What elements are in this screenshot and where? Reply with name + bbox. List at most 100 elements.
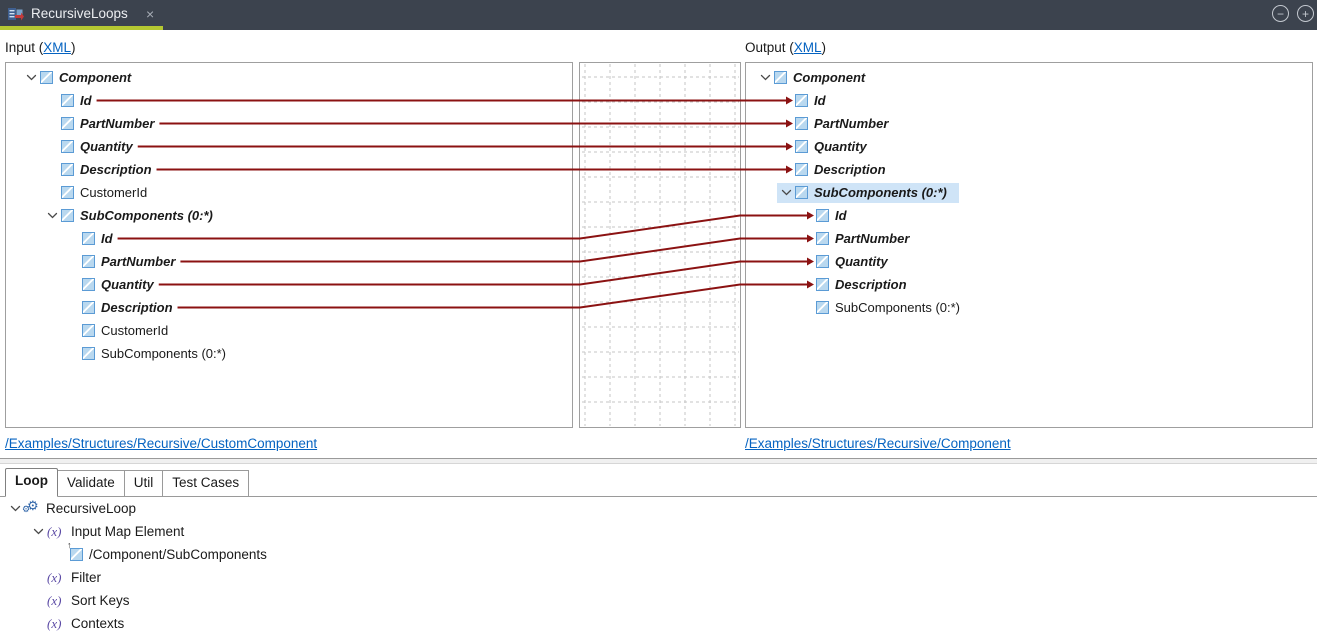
tree-item-sort-keys[interactable]: (x) Sort Keys	[0, 589, 1317, 612]
gears-icon: ⚙⚙	[22, 497, 39, 514]
tree-item-component[interactable]: Component	[746, 66, 1312, 89]
tree-item-label: PartNumber	[101, 254, 176, 269]
tree-item-customerid[interactable]: CustomerId	[6, 319, 572, 342]
tree-item-description[interactable]: Description	[6, 296, 572, 319]
tree-item-component-subcomponents[interactable]: ↑ /Component/SubComponents	[0, 540, 1317, 566]
close-icon[interactable]: ×	[146, 6, 155, 22]
chevron-down-icon[interactable]	[29, 528, 47, 535]
input-pane-label: Input (	[5, 40, 44, 55]
tree-item-label: Id	[80, 93, 92, 108]
element-icon	[816, 278, 829, 291]
output-xml-link[interactable]: XML	[793, 40, 822, 55]
tree-item-label: SubComponents (0:*)	[80, 208, 213, 223]
element-icon	[816, 301, 829, 314]
chevron-down-icon[interactable]	[22, 74, 40, 81]
element-icon	[82, 232, 95, 245]
tree-item-label: Quantity	[814, 139, 867, 154]
tree-item-filter[interactable]: (x)Filter	[0, 566, 1317, 589]
tree-item-quantity[interactable]: Quantity	[746, 250, 1312, 273]
tab-validate[interactable]: Validate	[58, 470, 125, 496]
output-pane-label: Output (	[745, 40, 794, 55]
element-icon	[795, 117, 808, 130]
input-xml-link[interactable]: XML	[43, 40, 72, 55]
input-schema-path-link[interactable]: /Examples/Structures/Recursive/CustomCom…	[5, 436, 318, 451]
tree-item-label: Description	[101, 300, 173, 315]
element-icon	[795, 163, 808, 176]
tree-item-label: Contexts	[71, 616, 125, 631]
tree-item-description[interactable]: Description	[746, 158, 1312, 181]
element-icon	[795, 94, 808, 107]
tree-item-description[interactable]: Description	[6, 158, 572, 181]
element-icon	[816, 209, 829, 222]
tree-item-label: CustomerId	[80, 185, 148, 200]
fx-icon: (x)	[47, 523, 62, 539]
tree-item-label: Sort Keys	[71, 593, 130, 608]
tree-item-label: /Component/SubComponents	[89, 547, 267, 562]
tree-item-recursiveloop[interactable]: ⚙⚙ RecursiveLoop	[0, 497, 1317, 520]
tree-item-subcomponents-0[interactable]: SubComponents (0:*)	[6, 342, 572, 365]
tree-item-component[interactable]: Component	[6, 66, 572, 89]
tree-item-quantity[interactable]: Quantity	[6, 273, 572, 296]
loop-definition-tree: ⚙⚙ RecursiveLoop (x)Input Map Element↑ /Com…	[0, 497, 1317, 635]
element-icon	[774, 71, 787, 84]
bottom-tabstrip: Loop Validate Util Test Cases	[0, 468, 1317, 497]
tree-item-partnumber[interactable]: PartNumber	[746, 227, 1312, 250]
tree-item-contexts[interactable]: (x)Contexts	[0, 612, 1317, 635]
tree-item-id[interactable]: Id	[6, 227, 572, 250]
tree-item-label: Description	[835, 277, 907, 292]
element-icon	[82, 255, 95, 268]
element-icon	[40, 71, 53, 84]
tree-item-label: PartNumber	[814, 116, 889, 131]
tree-item-quantity[interactable]: Quantity	[746, 135, 1312, 158]
tree-item-subcomponents-0[interactable]: SubComponents (0:*)	[6, 204, 572, 227]
connector-grid-panel	[579, 62, 741, 428]
element-icon	[795, 140, 808, 153]
horizontal-splitter[interactable]	[0, 458, 1317, 464]
tree-item-partnumber[interactable]: PartNumber	[746, 112, 1312, 135]
tree-item-id[interactable]: Id	[6, 89, 572, 112]
tree-item-label: CustomerId	[101, 323, 169, 338]
element-icon	[82, 278, 95, 291]
element-icon	[82, 324, 95, 337]
chevron-down-icon[interactable]	[756, 74, 774, 81]
element-ref-icon: ↑	[67, 540, 83, 561]
tab-loop[interactable]: Loop	[5, 468, 58, 497]
tree-item-subcomponents-0[interactable]: SubComponents (0:*)	[746, 296, 1312, 319]
element-icon	[61, 209, 74, 222]
tree-item-quantity[interactable]: Quantity	[6, 135, 572, 158]
tree-item-subcomponents-0[interactable]: SubComponents (0:*)	[746, 181, 1312, 204]
tree-item-description[interactable]: Description	[746, 273, 1312, 296]
zoom-in-button[interactable]: +	[1297, 5, 1314, 22]
tree-item-label: Id	[101, 231, 113, 246]
element-icon	[82, 347, 95, 360]
tree-item-label: Id	[814, 93, 826, 108]
output-schema-path-link[interactable]: /Examples/Structures/Recursive/Component	[745, 436, 1011, 451]
tree-item-input-map-element[interactable]: (x)Input Map Element	[0, 520, 1317, 543]
chevron-down-icon[interactable]	[6, 505, 24, 512]
tree-item-partnumber[interactable]: PartNumber	[6, 250, 572, 273]
input-pane-header: Input (XML)	[5, 40, 76, 55]
chevron-down-icon[interactable]	[43, 212, 61, 219]
tree-item-customerid[interactable]: CustomerId	[6, 181, 572, 204]
tree-item-label: Description	[814, 162, 886, 177]
tab-label: Test Cases	[172, 475, 240, 490]
tree-item-id[interactable]: Id	[746, 204, 1312, 227]
tab-util[interactable]: Util	[124, 470, 164, 496]
chevron-down-icon[interactable]	[777, 189, 795, 196]
tab-label: Loop	[15, 473, 48, 488]
tree-item-id[interactable]: Id	[746, 89, 1312, 112]
tree-item-partnumber[interactable]: PartNumber	[6, 112, 572, 135]
element-icon	[816, 232, 829, 245]
document-tab-bar: RecursiveLoops × − +	[0, 0, 1317, 30]
tab-label: Util	[133, 475, 154, 490]
tree-item-label: RecursiveLoop	[46, 501, 137, 516]
document-tab-title[interactable]: RecursiveLoops	[31, 6, 128, 21]
tab-test-cases[interactable]: Test Cases	[163, 470, 250, 496]
output-pane-header: Output (XML)	[745, 40, 826, 55]
element-icon	[82, 301, 95, 314]
zoom-out-button[interactable]: −	[1272, 5, 1289, 22]
tree-item-label: Quantity	[101, 277, 154, 292]
fx-icon: (x)	[47, 592, 62, 608]
